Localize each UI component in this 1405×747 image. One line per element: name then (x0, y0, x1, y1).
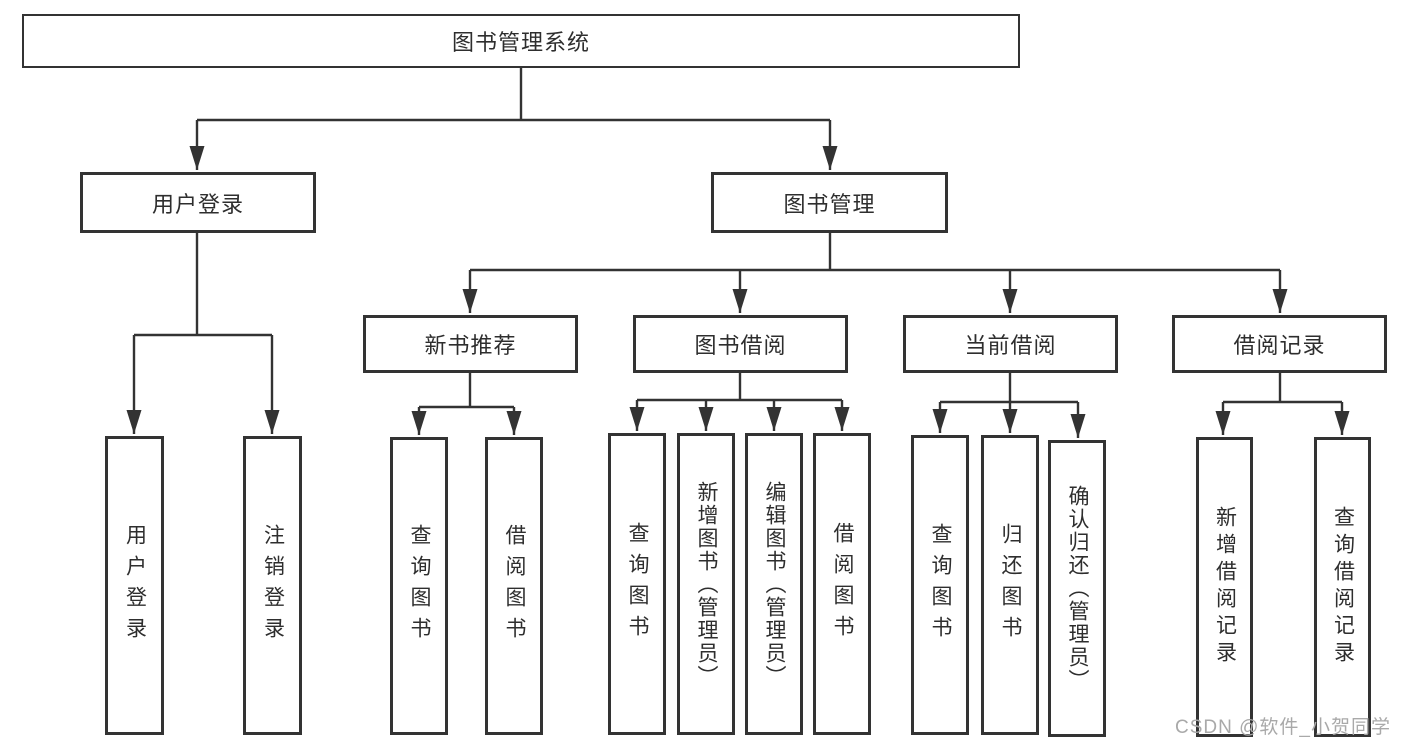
node-leaf-br-add-record: 新增借阅记录 (1196, 437, 1253, 737)
node-leaf-cb-return-books: 归还图书 (981, 435, 1039, 735)
node-current-borrow: 当前借阅 (903, 315, 1118, 373)
node-leaf-bb-edit-books-label: 编辑图书（管理员） (763, 480, 786, 688)
connector-new-book-split (419, 373, 514, 409)
node-leaf-cb-query-books-label: 查询图书 (929, 523, 952, 647)
node-book-mgmt-label: 图书管理 (783, 191, 876, 217)
node-leaf-bb-add-books: 新增图书（管理员） (677, 433, 735, 735)
node-book-mgmt: 图书管理 (711, 172, 948, 233)
connector-book-mgmt-split (470, 233, 1280, 272)
node-leaf-rec-borrow-books: 借阅图书 (485, 437, 543, 735)
node-leaf-bb-borrow-books: 借阅图书 (813, 433, 871, 735)
node-leaf-br-query-record: 查询借阅记录 (1314, 437, 1371, 737)
node-book-borrow-label: 图书借阅 (694, 333, 787, 358)
connector-current-borrow-split (940, 373, 1078, 404)
node-book-borrow: 图书借阅 (633, 315, 848, 373)
node-leaf-rec-borrow-books-label: 借阅图书 (503, 524, 526, 648)
node-current-borrow-label: 当前借阅 (964, 333, 1057, 358)
node-leaf-rec-query-books-label: 查询图书 (408, 524, 431, 648)
connector-borrow-records-split (1223, 373, 1342, 404)
node-borrow-records-label: 借阅记录 (1233, 333, 1326, 358)
node-user-login: 用户登录 (80, 172, 316, 233)
node-leaf-br-query-record-label: 查询借阅记录 (1331, 506, 1355, 668)
node-leaf-bb-add-books-label: 新增图书（管理员） (695, 480, 718, 688)
node-leaf-cb-query-books: 查询图书 (911, 435, 969, 735)
node-leaf-cb-confirm-return: 确认归还（管理员） (1048, 440, 1106, 737)
node-leaf-logout: 注销登录 (243, 436, 302, 735)
node-leaf-bb-borrow-books-label: 借阅图书 (831, 522, 854, 646)
node-leaf-user-login: 用户登录 (105, 436, 164, 735)
node-leaf-bb-query-books-label: 查询图书 (626, 522, 649, 646)
node-leaf-bb-query-books: 查询图书 (608, 433, 666, 735)
node-new-book-rec-label: 新书推荐 (424, 333, 517, 358)
node-leaf-user-login-label: 用户登录 (123, 523, 147, 648)
node-root: 图书管理系统 (22, 14, 1020, 68)
connector-root-split (197, 68, 830, 122)
node-leaf-cb-confirm-return-label: 确认归还（管理员） (1066, 485, 1089, 692)
node-new-book-rec: 新书推荐 (363, 315, 578, 373)
node-leaf-br-add-record-label: 新增借阅记录 (1213, 506, 1237, 668)
node-leaf-cb-return-books-label: 归还图书 (999, 523, 1022, 647)
node-user-login-label: 用户登录 (151, 191, 244, 217)
csdn-watermark: CSDN @软件_小贺同学 (1175, 717, 1391, 738)
node-leaf-bb-edit-books: 编辑图书（管理员） (745, 433, 803, 735)
connector-user-login-split (134, 233, 272, 337)
node-leaf-rec-query-books: 查询图书 (390, 437, 448, 735)
node-leaf-logout-label: 注销登录 (261, 523, 285, 648)
node-root-label: 图书管理系统 (451, 30, 590, 55)
connector-book-borrow-split (637, 373, 842, 402)
node-borrow-records: 借阅记录 (1172, 315, 1387, 373)
